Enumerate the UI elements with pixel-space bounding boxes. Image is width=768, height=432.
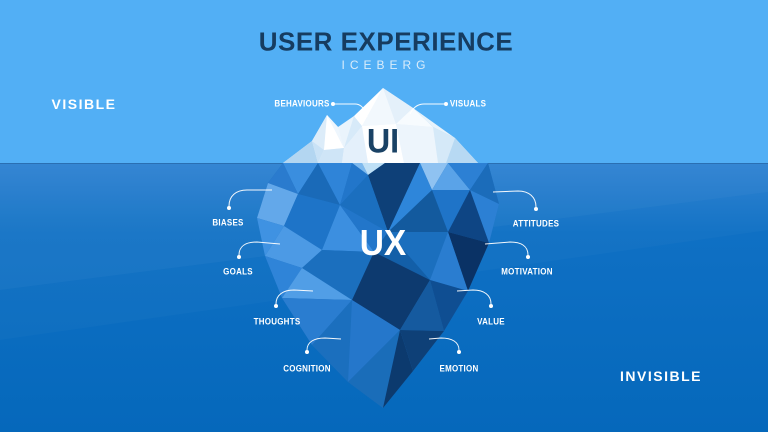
connector-behaviours [335,103,368,118]
iceberg-ux-label: UX [359,222,407,263]
connector-visuals [409,103,444,115]
label-attitudes: ATTITUDES [512,218,560,230]
connector-dot-attitudes [534,207,538,211]
label-motivation: MOTIVATION [501,266,553,278]
connector-goals [238,241,281,256]
zone-label-invisible: INVISIBLE [620,368,702,384]
label-visuals: VISUALS [449,98,487,110]
connectors [227,102,538,354]
connector-dot-emotion [457,350,461,354]
label-biases: BIASES [212,217,244,229]
connector-dot-value [489,304,493,308]
connector-dot-motivation [526,255,530,259]
zone-label-visible: VISIBLE [51,96,117,112]
label-emotion: EMOTION [439,363,479,375]
connector-dot-cognition [305,350,309,354]
connector-emotion [428,337,460,351]
connector-dot-thoughts [274,304,278,308]
connector-dot-visuals [444,102,448,106]
label-cognition: COGNITION [283,363,331,375]
connector-dot-biases [227,206,231,210]
connector-biases [228,189,272,207]
connector-dot-behaviours [331,102,335,106]
label-value: VALUE [477,316,505,328]
page-title: USER EXPERIENCE [258,26,514,57]
connector-attitudes [492,190,537,208]
connector-value [456,289,492,305]
page-subtitle: ICEBERG [341,58,431,72]
iceberg-ui-label: UI [366,122,400,161]
connector-cognition [306,337,342,351]
connector-motivation [484,241,529,256]
iceberg-tip [283,88,478,163]
label-goals: GOALS [223,266,253,278]
label-thoughts: THOUGHTS [253,316,301,328]
connector-thoughts [275,289,314,305]
label-behaviours: BEHAVIOURS [274,98,330,110]
connector-dot-goals [237,255,241,259]
iceberg-underwater [257,163,499,408]
